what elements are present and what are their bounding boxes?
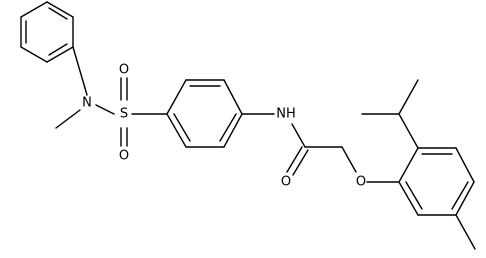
ring-methyl-group (455, 214, 476, 250)
sulfonyl-oxygen-top-label: O (119, 63, 129, 78)
sulfur-label: S (120, 107, 128, 122)
isopropyl-group (361, 79, 419, 149)
ether-linkage (341, 146, 400, 183)
atom-labels: N S O O NH O O (82, 63, 366, 190)
sulfonamide-nitrogen-label: N (82, 96, 92, 111)
ether-oxygen-label: O (356, 175, 366, 190)
amide-nitrogen-label: NH (276, 107, 296, 122)
phenylene-ring (166, 79, 243, 148)
sulfonamide-group (55, 46, 168, 147)
carbonyl-oxygen-label: O (281, 175, 291, 190)
amide-group (241, 113, 343, 176)
phenyl-ring (20, 1, 74, 63)
isopropyl-methyl-phenyl-ring (398, 147, 475, 216)
sulfonyl-oxygen-bottom-label: O (119, 149, 129, 164)
